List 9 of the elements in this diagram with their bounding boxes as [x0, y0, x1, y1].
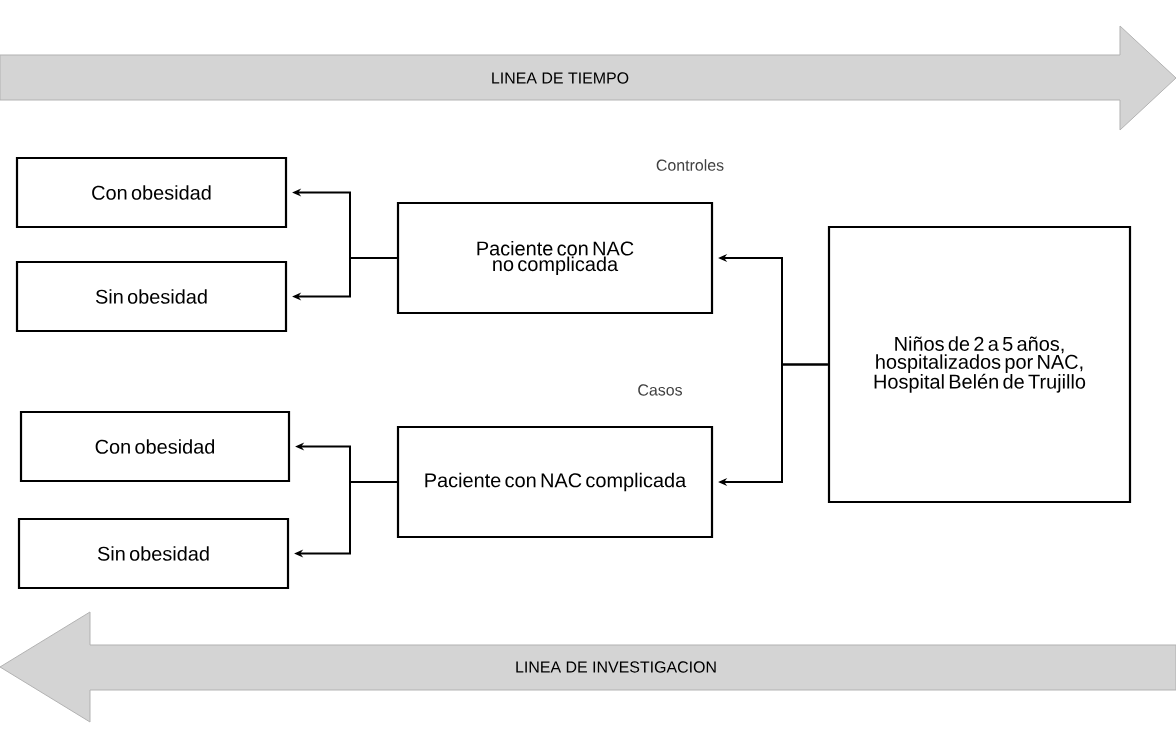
process-box: Niños de 2 a 5 años, hospitalizados por NAC, Hospital Belén de Trujillo	[827, 225, 1132, 504]
process-box: Sin obesidad	[17, 517, 290, 590]
process-box: Paciente con NAC complicada	[396, 425, 714, 539]
process-box: Paciente con NAC no complicada	[396, 201, 714, 315]
group-label: Controles	[656, 159, 724, 171]
group-label: Casos	[638, 384, 682, 396]
process-box: Con obesidad	[19, 410, 291, 483]
process-box: Con obesidad	[15, 156, 288, 229]
process-box: Sin obesidad	[15, 260, 288, 333]
